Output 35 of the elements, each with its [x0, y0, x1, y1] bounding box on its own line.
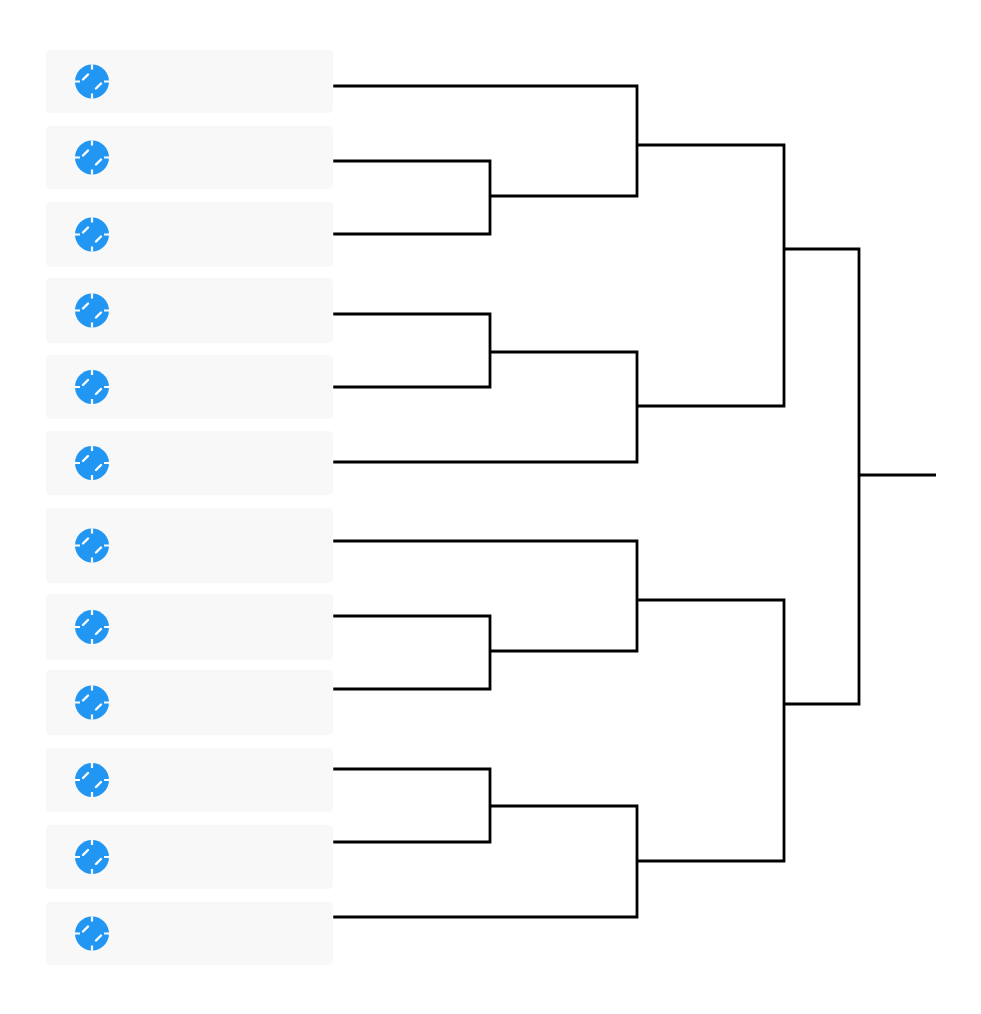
team-box	[46, 902, 333, 965]
bracket-line	[333, 806, 492, 844]
bracket-line	[784, 475, 861, 706]
bracket-line	[490, 350, 639, 406]
team-box	[46, 825, 333, 889]
team-box	[46, 126, 333, 189]
bracket-line	[333, 196, 492, 236]
bracket-line	[637, 143, 786, 249]
bracket-line	[333, 352, 492, 389]
bracket-line	[333, 861, 639, 919]
bracket-line	[333, 767, 492, 806]
bracket-line	[784, 247, 861, 475]
bracket-line	[637, 704, 786, 863]
bracket-line	[333, 159, 492, 196]
team-box	[46, 355, 333, 419]
team-box	[46, 50, 333, 113]
bracket-line	[859, 473, 936, 477]
team-box	[46, 431, 333, 495]
bracket-line	[637, 249, 786, 408]
bracket-line	[637, 598, 786, 704]
bracket-line	[333, 406, 639, 464]
bracket-line	[490, 600, 639, 653]
bracket-line	[333, 651, 492, 691]
bracket-line	[333, 539, 639, 600]
bracket-line	[490, 804, 639, 861]
team-box	[46, 508, 333, 583]
bracket-line	[333, 84, 639, 145]
team-box	[46, 594, 333, 660]
team-box	[46, 202, 333, 267]
team-box	[46, 278, 333, 343]
bracket-line	[333, 312, 492, 352]
bracket-line	[333, 614, 492, 651]
team-box	[46, 748, 333, 812]
bracket-line	[490, 145, 639, 198]
team-box	[46, 670, 333, 735]
